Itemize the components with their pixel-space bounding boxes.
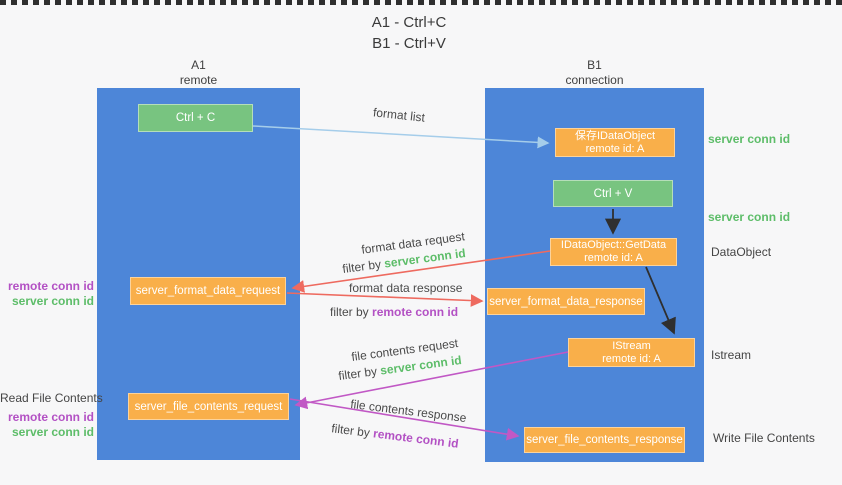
lane-right-name: B1 (587, 58, 602, 72)
node-ctrl-v: Ctrl + V (553, 180, 673, 207)
label-write-file-contents: Write File Contents (713, 431, 815, 445)
label-format-data-response: format data response (349, 281, 463, 295)
label-remote-conn-id-bottom: remote conn id (7, 410, 94, 424)
filter-by-text-4: filter by (330, 421, 371, 440)
label-file-contents-response-filter: filter by remote conn id (331, 421, 460, 451)
node-server-file-contents-request: server_file_contents_request (128, 393, 289, 420)
label-server-conn-id-mid: server conn id (708, 210, 791, 224)
node-istream: IStream remote id: A (568, 338, 695, 367)
filter-id-2: remote conn id (372, 305, 459, 319)
label-server-conn-id-left-bottom: server conn id (11, 425, 94, 439)
title-line-1: A1 - Ctrl+C (371, 14, 447, 31)
title-line-2: B1 - Ctrl+V (372, 35, 446, 52)
label-server-conn-id-left-top: server conn id (11, 294, 94, 308)
node-server-format-data-response: server_format_data_response (487, 288, 645, 315)
filter-id-4: remote conn id (372, 426, 460, 451)
phase-separator-dotted-line (0, 0, 842, 5)
label-remote-conn-id-top: remote conn id (7, 279, 94, 293)
node-ctrl-c: Ctrl + C (138, 104, 253, 132)
label-dataobject: DataObject (711, 245, 772, 259)
label-format-data-response-filter: filter by remote conn id (330, 305, 458, 319)
node-format-request-label: server_format_data_request (135, 285, 281, 297)
node-file-request-label: server_file_contents_request (134, 400, 283, 413)
node-save-idataobject-line2: remote id: A (585, 142, 645, 155)
node-istream-line1: IStream (612, 339, 651, 352)
label-istream: Istream (711, 348, 752, 362)
lane-header-right: B1 connection (485, 58, 704, 88)
node-istream-line2: remote id: A (602, 352, 661, 365)
label-conn-ids-top: remote conn id server conn id (0, 279, 94, 309)
node-getdata-line1: IDataObject::GetData (560, 239, 667, 251)
lane-right-role: connection (565, 73, 624, 87)
node-idataobject-getdata: IDataObject::GetData remote id: A (550, 238, 677, 266)
lane-left-name: A1 (191, 58, 206, 72)
node-server-format-data-request: server_format_data_request (130, 277, 286, 305)
node-format-response-label: server_format_data_response (489, 295, 643, 308)
node-save-idataobject: 保存IDataObject remote id: A (555, 128, 675, 157)
lane-left-role: remote (179, 73, 218, 87)
filter-by-text-1: filter by (341, 257, 382, 277)
label-read-file-contents: Read File Contents (0, 391, 103, 405)
node-file-response-label: server_file_contents_response (526, 434, 683, 446)
filter-by-text-3: filter by (337, 364, 378, 384)
label-conn-ids-bottom: remote conn id server conn id (0, 410, 94, 440)
filter-by-text-2: filter by (330, 305, 369, 319)
node-getdata-line2: remote id: A (584, 252, 643, 264)
node-save-idataobject-line1: 保存IDataObject (574, 129, 656, 142)
label-file-contents-response: file contents response (349, 396, 468, 426)
lane-header-left: A1 remote (97, 58, 300, 88)
node-ctrl-v-label: Ctrl + V (593, 187, 633, 200)
node-server-file-contents-response: server_file_contents_response (524, 427, 685, 453)
node-ctrl-c-label: Ctrl + C (175, 112, 216, 124)
label-server-conn-id-top: server conn id (708, 132, 791, 146)
diagram-title: A1 - Ctrl+C B1 - Ctrl+V (309, 12, 509, 54)
label-format-list: format list (372, 105, 426, 125)
